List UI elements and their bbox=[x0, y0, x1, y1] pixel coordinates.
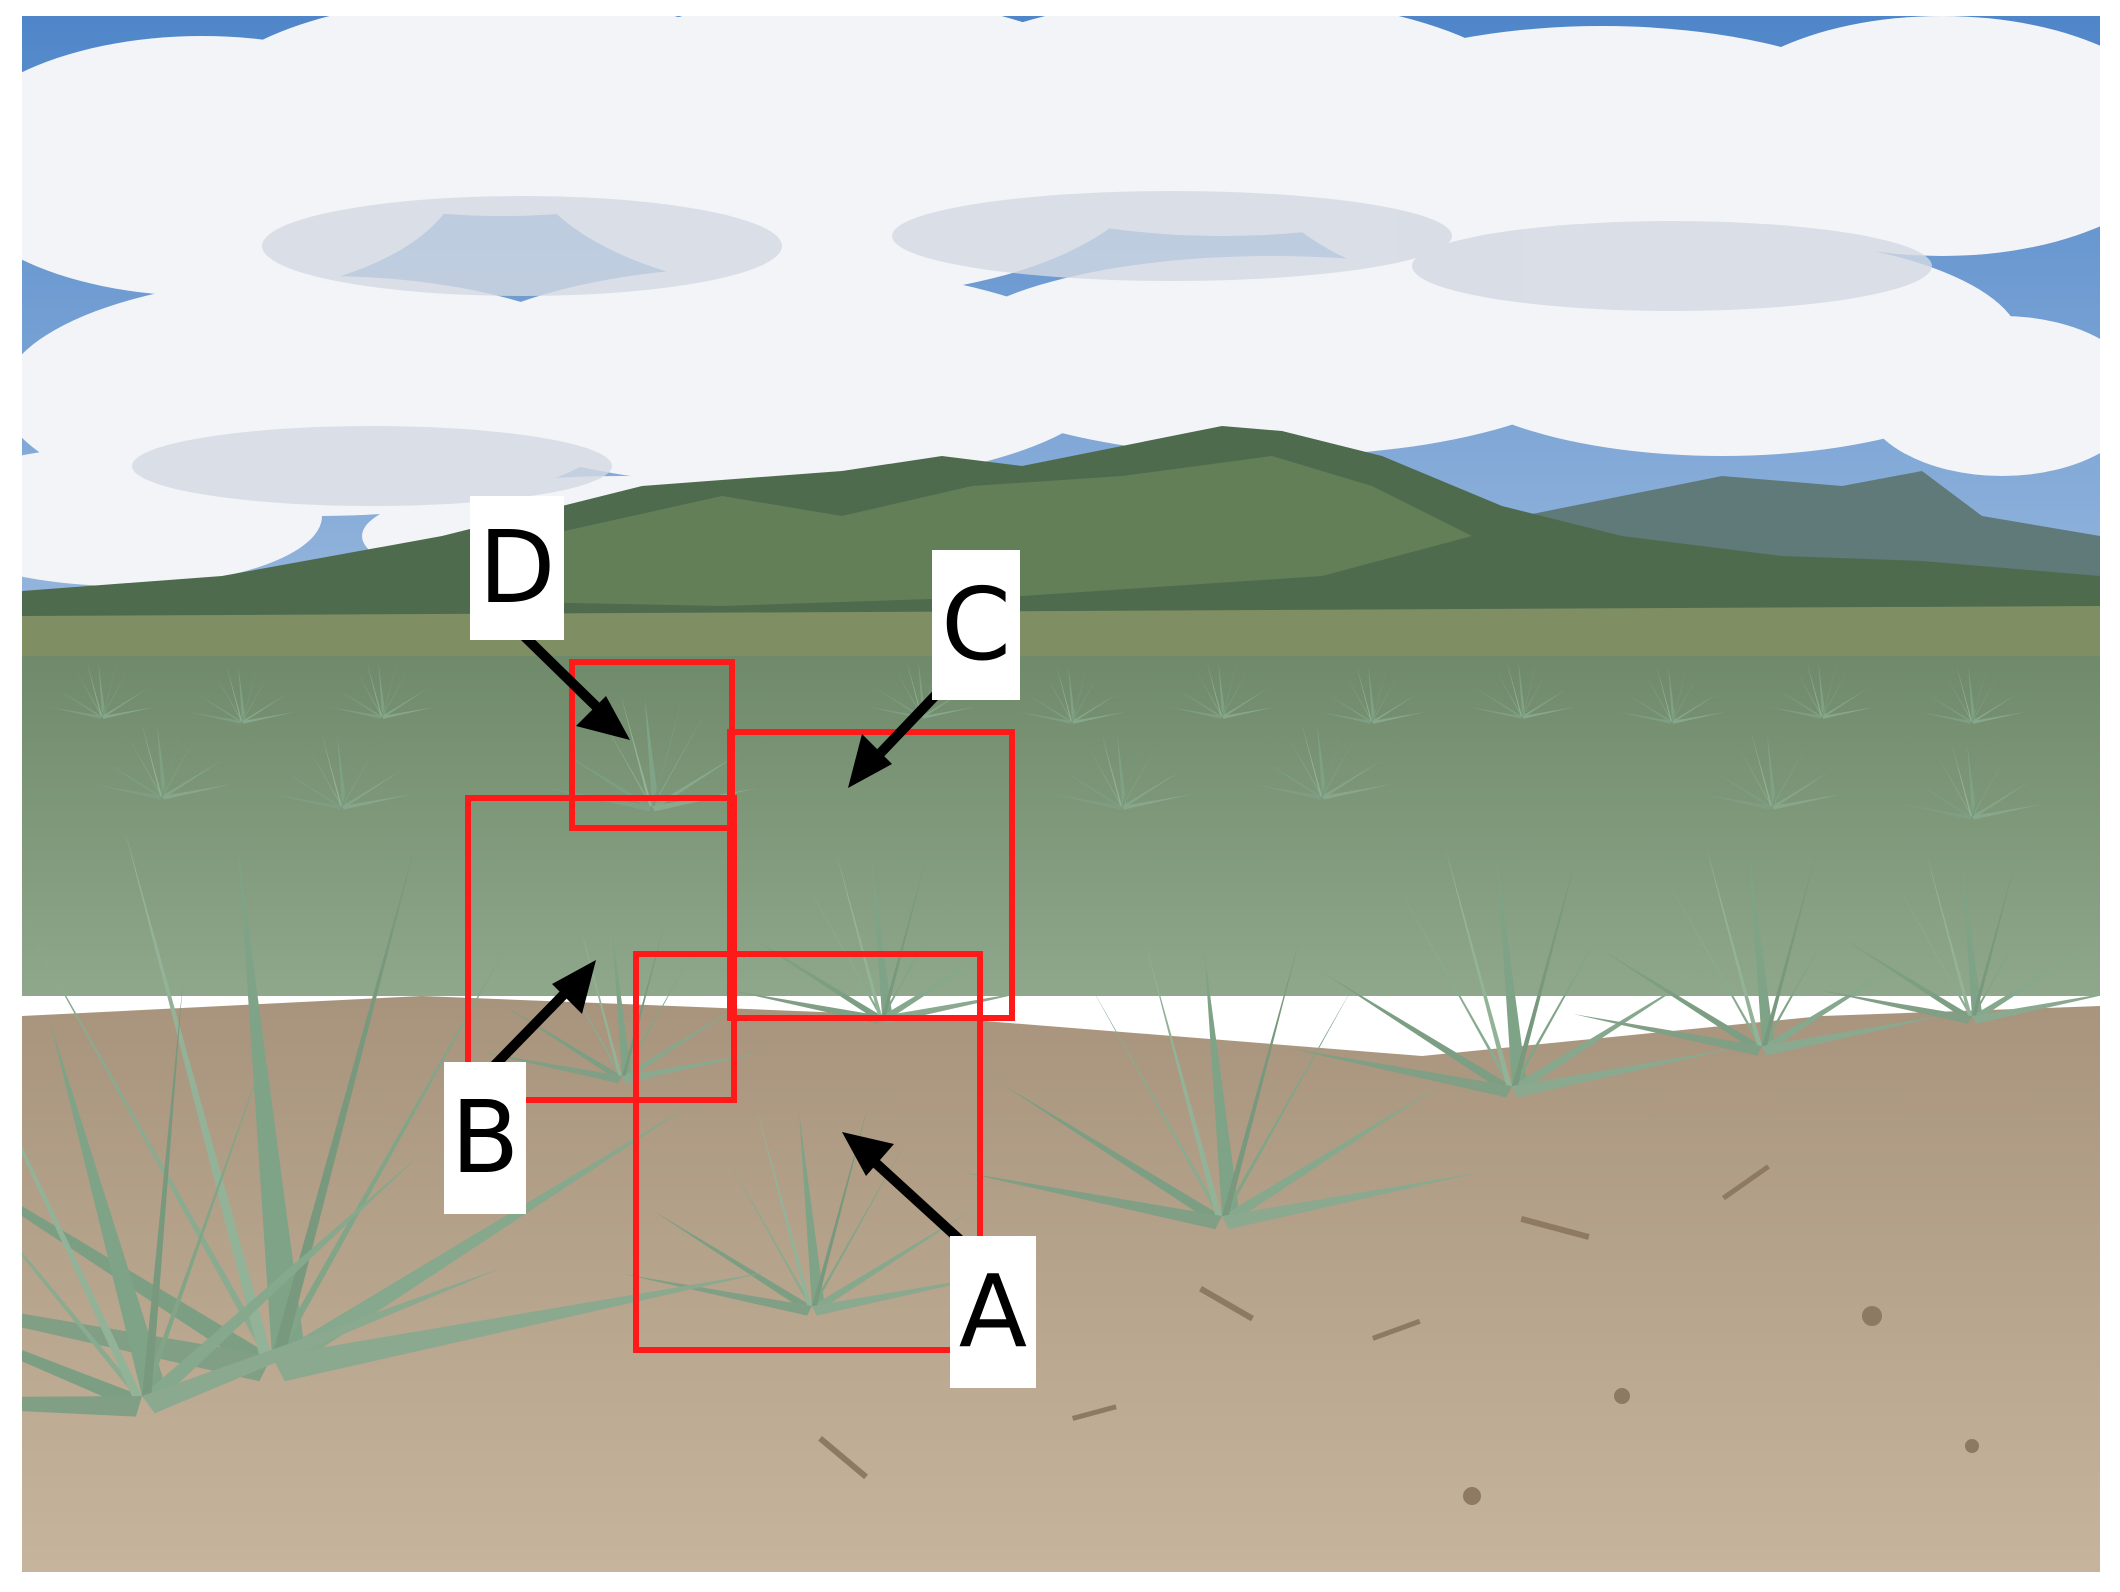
cloud-shadows bbox=[132, 191, 1932, 506]
label-c: C bbox=[932, 550, 1020, 700]
label-b: B bbox=[444, 1062, 526, 1214]
arrow-b bbox=[488, 982, 576, 1072]
label-d: D bbox=[470, 496, 564, 640]
mountain-highlights bbox=[472, 456, 1472, 606]
agave-field-photo bbox=[22, 16, 2100, 1572]
soil-debris bbox=[818, 1164, 1979, 1505]
annotation-arrows bbox=[488, 630, 964, 1244]
label-a: A bbox=[950, 1236, 1036, 1388]
soil bbox=[22, 996, 2100, 1572]
arrowhead-b bbox=[552, 960, 596, 1014]
arrowhead-a bbox=[842, 1132, 894, 1176]
arrowhead-c bbox=[848, 734, 892, 788]
arrowhead-d bbox=[576, 696, 630, 740]
box-c bbox=[727, 729, 1015, 1021]
box-a bbox=[633, 951, 983, 1353]
arrow-a bbox=[864, 1152, 964, 1244]
box-b bbox=[465, 795, 737, 1103]
agave-field bbox=[22, 656, 2100, 996]
arrow-d bbox=[518, 630, 610, 720]
annotation-boxes bbox=[465, 659, 1015, 1353]
